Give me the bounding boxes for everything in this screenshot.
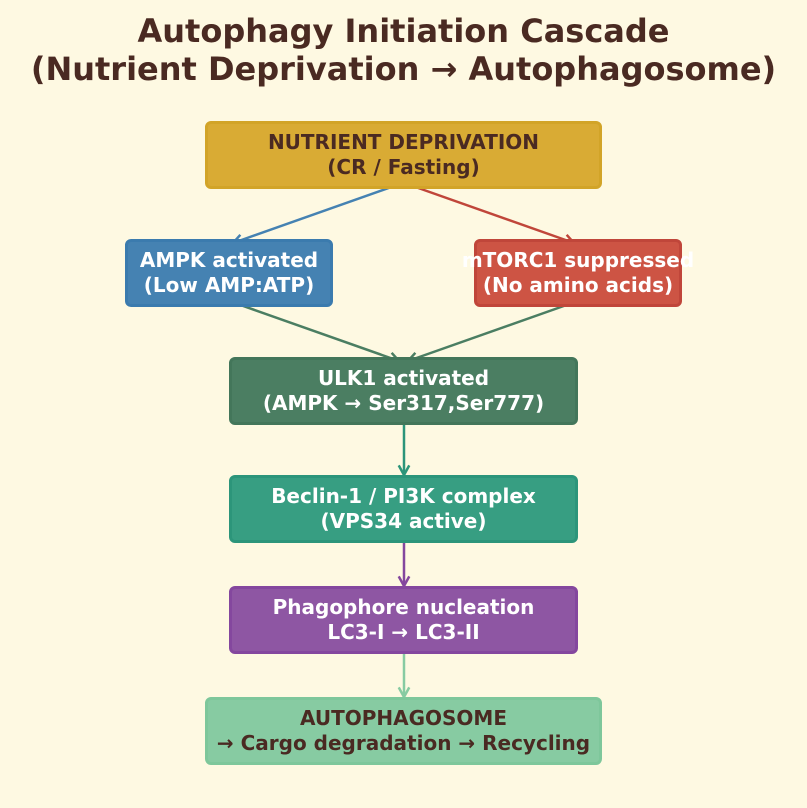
node-phagophore-nucleation: Phagophore nucleation LC3-I → LC3-II	[229, 586, 578, 654]
node-phagophore-nucleation-line2: LC3-I → LC3-II	[327, 620, 480, 644]
node-ulk1-activated-line2: (AMPK → Ser317,Ser777)	[262, 391, 545, 415]
node-autophagosome-line2: → Cargo degradation → Recycling	[216, 731, 591, 755]
node-nutrient-deprivation-line2: (CR / Fasting)	[327, 155, 480, 179]
diagram-title-line1: Autophagy Initiation Cascade	[137, 12, 670, 50]
node-mtorc1-suppressed: mTORC1 suppressed (No amino acids)	[462, 239, 694, 307]
diagram-title-line2: (Nutrient Deprivation → Autophagosome)	[30, 50, 777, 88]
node-ulk1-activated-line1: ULK1 activated	[317, 366, 490, 390]
edge-nutrient-to-ampk	[232, 182, 401, 245]
node-ampk-activated: AMPK activated (Low AMP:ATP)	[125, 239, 333, 307]
node-phagophore-nucleation-line1: Phagophore nucleation	[272, 595, 535, 619]
node-mtorc1-suppressed-line1: mTORC1 suppressed	[461, 248, 695, 272]
node-autophagosome: AUTOPHAGOSOME → Cargo degradation → Recy…	[205, 697, 602, 765]
edge-ampk-to-ulk1	[231, 300, 400, 363]
node-autophagosome-line1: AUTOPHAGOSOME	[299, 706, 507, 730]
node-nutrient-deprivation: NUTRIENT DEPRIVATION (CR / Fasting)	[205, 121, 602, 189]
node-ampk-activated-line1: AMPK activated	[139, 248, 319, 272]
node-mtorc1-suppressed-line2: (No amino acids)	[482, 273, 674, 297]
edge-mtorc1-to-ulk1	[407, 300, 576, 363]
edge-nutrient-to-mtorc1	[406, 182, 575, 245]
node-beclin-pi3k-complex-line2: (VPS34 active)	[320, 509, 487, 533]
node-nutrient-deprivation-line1: NUTRIENT DEPRIVATION	[267, 130, 540, 154]
node-beclin-pi3k-complex: Beclin-1 / PI3K complex (VPS34 active)	[229, 475, 578, 543]
node-ulk1-activated: ULK1 activated (AMPK → Ser317,Ser777)	[229, 357, 578, 425]
node-ampk-activated-line2: (Low AMP:ATP)	[143, 273, 315, 297]
node-beclin-pi3k-complex-line1: Beclin-1 / PI3K complex	[271, 484, 536, 508]
